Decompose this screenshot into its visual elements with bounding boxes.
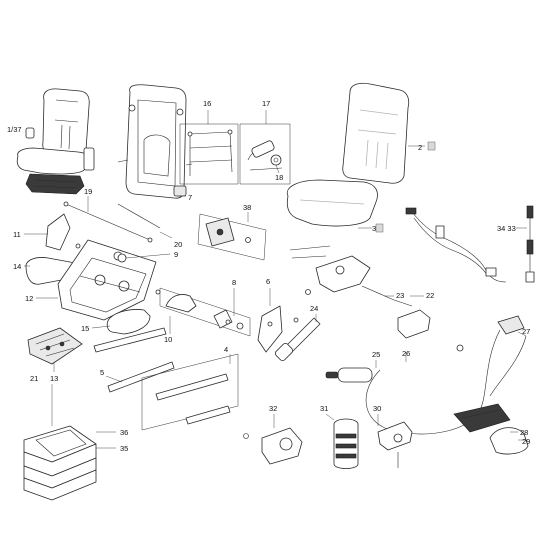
callout-12: 12: [25, 294, 33, 303]
callout-34-33: 34 33: [497, 224, 516, 233]
callout-17: 17: [262, 99, 270, 108]
callout-18: 18: [275, 173, 283, 182]
callout-31: 31: [320, 404, 328, 413]
rod-kit: [179, 110, 239, 185]
callout-9: 9: [174, 250, 178, 259]
callout-4: 4: [224, 345, 228, 354]
callout-15: 15: [81, 324, 89, 333]
callout-3: 3: [372, 224, 376, 233]
rotary-damper: [243, 414, 303, 465]
callout-32: 32: [269, 404, 277, 413]
callout-10: 10: [164, 335, 172, 344]
lever-and-pedal: [453, 403, 529, 455]
callout-7: 7: [188, 193, 192, 202]
lever-kit: [159, 287, 251, 337]
callout-29: 29: [522, 437, 530, 446]
handle-and-bracket: [117, 212, 267, 263]
callout-23: 23: [396, 291, 404, 300]
cable-rods: [63, 195, 186, 243]
gas-spring: [274, 314, 321, 362]
loose-screws: [75, 243, 299, 325]
callout-26: 26: [402, 349, 410, 358]
complete-seat-assembly: [16, 88, 95, 195]
callout-13: 13: [50, 374, 58, 383]
seat-base-frame: [36, 239, 157, 321]
armrest-right: [91, 309, 151, 335]
callout-25: 25: [372, 350, 380, 359]
callout-1-37: 1/37: [7, 125, 22, 134]
callout-38: 38: [243, 203, 251, 212]
bushing-clamp: [377, 414, 413, 468]
rail-strip: [93, 327, 175, 393]
callout-36: 36: [120, 428, 128, 437]
callout-8: 8: [232, 278, 236, 287]
callout-11: 11: [13, 230, 21, 239]
cylinder: [325, 360, 377, 383]
callout-24: 24: [310, 304, 318, 313]
base-stack: [23, 384, 116, 501]
damper: [325, 413, 359, 469]
callout-35: 35: [120, 444, 128, 453]
control-cables: [365, 315, 527, 435]
callout-5: 5: [100, 368, 104, 377]
backrest-frame: [117, 84, 193, 199]
callout-16: 16: [203, 99, 211, 108]
seat-cushion-set: [286, 82, 436, 233]
callout-27: 27: [522, 327, 530, 336]
callout-14: 14: [13, 262, 21, 271]
side-bracket: [257, 288, 283, 353]
tilt-mechanism: [289, 245, 431, 339]
wiring-harness: [405, 205, 535, 283]
callout-21: 21: [30, 374, 38, 383]
callout-19: 19: [84, 187, 92, 196]
slide-rail-kit: [141, 353, 239, 431]
callout-labels: 1/37 2 3 4 5 6 7 8 9 10 11 12 13 14 15 1…: [7, 99, 530, 453]
callout-30: 30: [373, 404, 381, 413]
callout-28: 28: [520, 428, 528, 437]
slide-rail-plate: [27, 327, 83, 372]
callout-2: 2: [418, 143, 422, 152]
callout-20: 20: [174, 240, 182, 249]
spring-kit: [239, 110, 291, 185]
callout-22: 22: [426, 291, 434, 300]
callout-6: 6: [266, 277, 270, 286]
